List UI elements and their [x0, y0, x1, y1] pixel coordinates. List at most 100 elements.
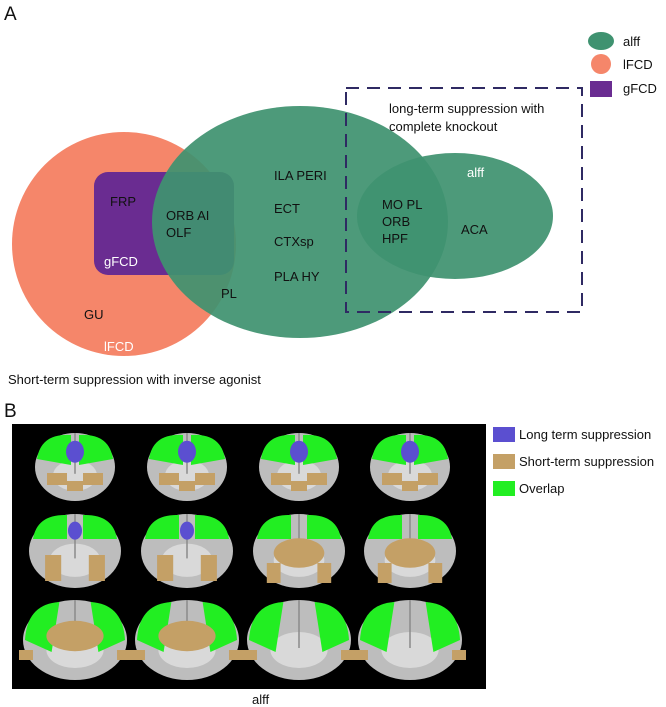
short-term-region	[273, 538, 325, 568]
long-term-region	[178, 440, 196, 463]
brain-slice-11	[243, 600, 355, 680]
short-term-region	[19, 650, 33, 660]
legend-long-term-label: Long term suppression	[519, 427, 651, 442]
brain-slice-8	[364, 514, 456, 588]
overlap-region	[414, 434, 448, 465]
legend-long-term-swatch	[493, 427, 515, 442]
short-term-region	[131, 650, 145, 660]
legend-short-term-label: Short-term suppression	[519, 454, 654, 469]
short-term-region	[271, 473, 291, 485]
short-term-caption: Short-term suppression with inverse agon…	[8, 372, 261, 387]
region-pl: PL	[221, 286, 237, 301]
short-term-region	[158, 620, 216, 652]
legend-alff-swatch	[588, 32, 614, 50]
brain-slice-7	[253, 514, 345, 588]
short-term-region	[418, 473, 438, 485]
overlap-region	[249, 602, 284, 652]
short-term-region	[159, 473, 179, 485]
overlap-region	[33, 514, 67, 539]
brain-slice-2	[147, 433, 227, 501]
legend-gfcd-swatch	[590, 81, 612, 97]
overlap-region	[360, 602, 395, 652]
short-term-region	[179, 481, 195, 491]
short-term-region	[88, 555, 105, 581]
region-ila-peri: ILA PERI	[274, 168, 327, 183]
short-term-region	[382, 473, 402, 485]
brain-inner	[270, 632, 328, 668]
short-term-region	[377, 563, 392, 583]
panel-b-legend: Long term suppression Short-term suppres…	[493, 427, 654, 496]
brain-slice-4	[370, 433, 450, 501]
brain-slice-6	[141, 514, 233, 588]
short-term-region	[47, 473, 67, 485]
short-term-region	[195, 473, 215, 485]
short-term-region	[317, 563, 332, 583]
overlap-region	[195, 514, 229, 539]
short-term-region	[157, 555, 174, 581]
short-term-region	[384, 538, 436, 568]
legend-overlap-swatch	[493, 481, 515, 496]
region-olf: OLF	[166, 225, 191, 240]
brain-slice-12	[354, 600, 466, 680]
legend-lfcd-swatch	[591, 54, 611, 74]
legend-overlap-label: Overlap	[519, 481, 565, 496]
region-hpf: HPF	[382, 231, 408, 246]
brain-slice-9	[19, 600, 131, 680]
overlap-region	[145, 514, 179, 539]
overlap-region	[418, 514, 452, 539]
long-term-region	[68, 521, 82, 540]
long-term-title-line-2: complete knockout	[389, 119, 498, 134]
panel-b-caption: alff	[252, 692, 269, 707]
brain-slice-1	[35, 433, 115, 501]
alff-set-label: alff	[467, 165, 484, 180]
overlap-region	[425, 602, 460, 652]
short-term-region	[46, 620, 104, 652]
panel-b-label: B	[4, 401, 17, 422]
overlap-region	[37, 434, 71, 465]
short-term-region	[243, 650, 257, 660]
short-term-region	[229, 650, 243, 660]
long-term-title-line-1: long-term suppression with	[389, 101, 544, 116]
short-term-region	[307, 473, 327, 485]
panel-a-label: A	[4, 4, 17, 25]
short-term-region	[428, 563, 443, 583]
overlap-region	[368, 514, 402, 539]
region-aca: ACA	[461, 222, 488, 237]
panel-a-legend: alff lFCD gFCD	[588, 32, 657, 97]
legend-gfcd-label: gFCD	[623, 81, 657, 96]
overlap-region	[303, 434, 337, 465]
brain-slice-3	[259, 433, 339, 501]
overlap-region	[307, 514, 341, 539]
overlap-region	[314, 602, 349, 652]
overlap-region	[83, 514, 117, 539]
short-term-region	[402, 481, 418, 491]
region-gu: GU	[84, 307, 104, 322]
lfcd-set-label: lFCD	[104, 339, 134, 354]
brain-inner	[49, 543, 101, 577]
overlap-region	[79, 434, 113, 465]
legend-lfcd-label: lFCD	[623, 57, 653, 72]
region-ctxsp: CTXsp	[274, 234, 314, 249]
legend-short-term-swatch	[493, 454, 515, 469]
region-orb-ai: ORB AI	[166, 208, 209, 223]
short-term-region	[266, 563, 281, 583]
overlap-region	[257, 514, 291, 539]
region-orb: ORB	[382, 214, 410, 229]
long-term-region	[180, 521, 194, 540]
short-term-region	[200, 555, 217, 581]
region-frp: FRP	[110, 194, 136, 209]
region-mo-pl: MO PL	[382, 197, 422, 212]
brain-slice-10	[131, 600, 243, 680]
overlap-region	[149, 434, 183, 465]
long-term-region	[66, 440, 84, 463]
overlap-region	[261, 434, 295, 465]
brain-inner	[381, 632, 439, 668]
short-term-region	[117, 650, 131, 660]
short-term-region	[45, 555, 62, 581]
short-term-region	[83, 473, 103, 485]
overlap-region	[372, 434, 406, 465]
long-term-region	[290, 440, 308, 463]
overlap-region	[191, 434, 225, 465]
long-term-region	[401, 440, 419, 463]
